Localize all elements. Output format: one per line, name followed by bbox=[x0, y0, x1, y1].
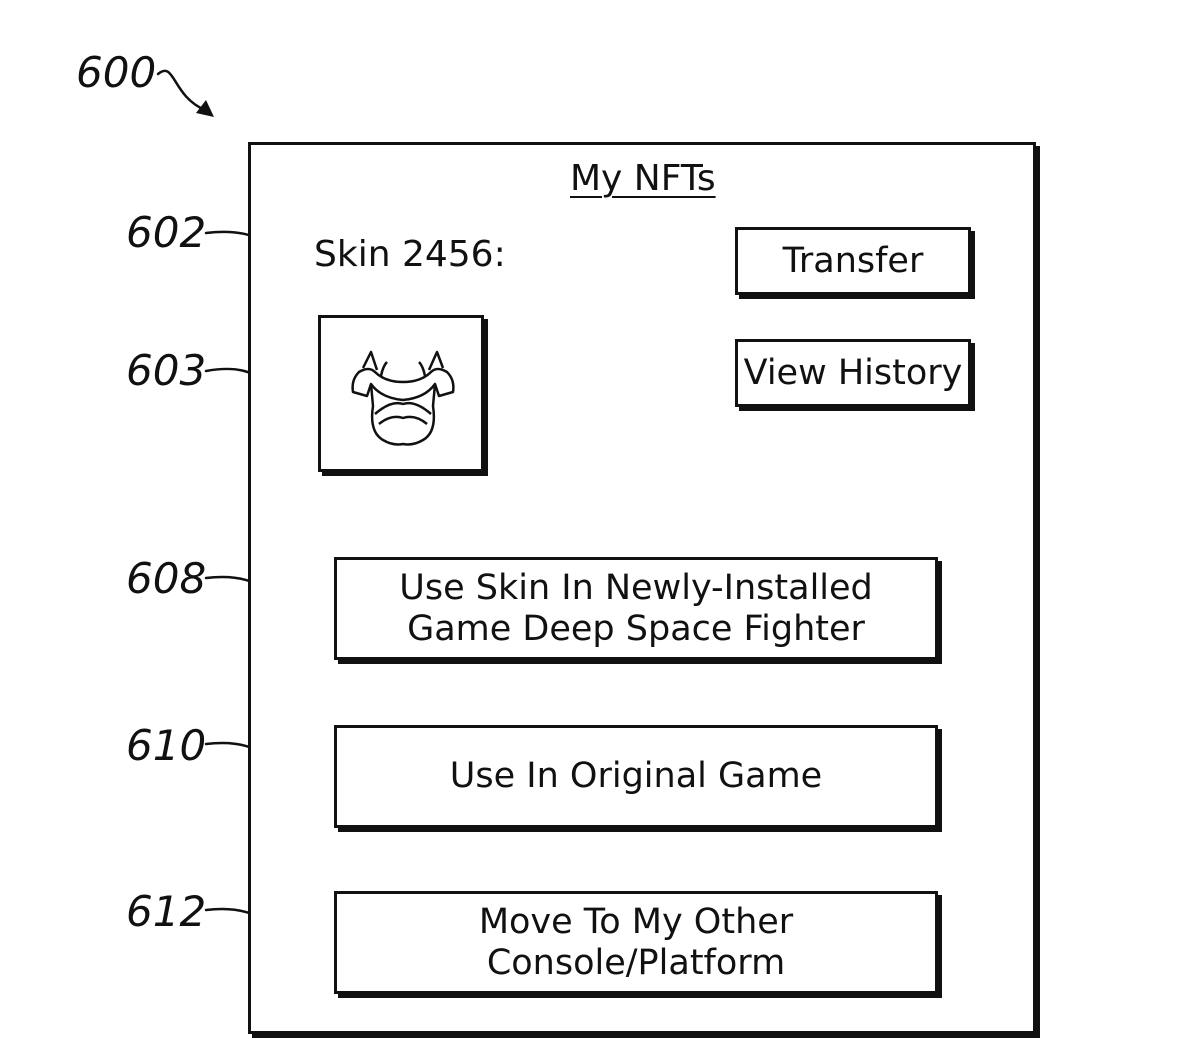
skin-label: Skin 2456: bbox=[314, 234, 506, 275]
view-history-button[interactable]: View History bbox=[735, 339, 971, 407]
move-to-other-platform-button[interactable]: Move To My Other Console/Platform bbox=[334, 891, 938, 994]
transfer-button[interactable]: Transfer bbox=[735, 227, 971, 295]
page-title: My NFTs bbox=[570, 158, 716, 199]
ref-602: 602 bbox=[126, 208, 207, 257]
skin-thumbnail[interactable] bbox=[318, 315, 484, 472]
figure-arrowhead bbox=[196, 100, 214, 117]
armor-skin-icon bbox=[351, 350, 455, 446]
ref-603: 603 bbox=[126, 346, 207, 395]
ref-612: 612 bbox=[126, 887, 207, 936]
ref-608: 608 bbox=[126, 554, 207, 603]
figure-arrow-line bbox=[156, 69, 207, 112]
use-in-new-game-button[interactable]: Use Skin In Newly-Installed Game Deep Sp… bbox=[334, 557, 938, 660]
use-in-original-game-button[interactable]: Use In Original Game bbox=[334, 725, 938, 828]
ref-610: 610 bbox=[126, 721, 207, 770]
figure-number: 600 bbox=[76, 48, 157, 97]
